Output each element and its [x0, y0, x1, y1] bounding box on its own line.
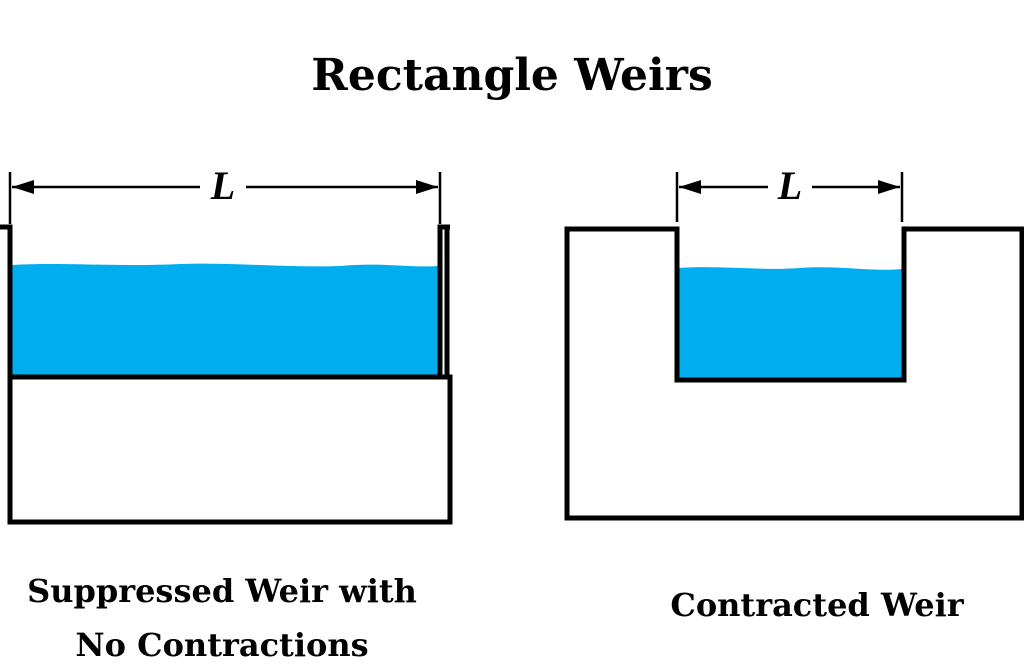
suppressed-weir-caption-line-1: Suppressed Weir with [27, 572, 417, 610]
suppressed-weir-wall [7, 374, 453, 525]
diagram-title: Rectangle Weirs [311, 50, 712, 101]
suppressed-weir-water [12, 263, 438, 376]
contracted-weir-wall [564, 226, 1024, 521]
contracted-weir-water [678, 267, 902, 378]
contracted-weir-length-label: L [777, 163, 802, 208]
dimension-arrow-right-icon [416, 180, 438, 194]
suppressed-weir-dimension: L [8, 163, 442, 224]
contracted-weir: L Contracted Weir [564, 163, 1024, 624]
suppressed-weir: L Suppressed Weir with No Contractions [0, 163, 453, 664]
suppressed-weir-notch [0, 224, 450, 380]
dimension-arrow-right-icon [878, 180, 900, 194]
contracted-weir-dimension: L [675, 163, 904, 222]
dimension-arrow-left-icon [679, 180, 701, 194]
suppressed-weir-caption-line-2: No Contractions [75, 626, 368, 664]
suppressed-weir-length-label: L [210, 163, 235, 208]
contracted-weir-caption: Contracted Weir [670, 586, 964, 624]
dimension-arrow-left-icon [12, 180, 34, 194]
